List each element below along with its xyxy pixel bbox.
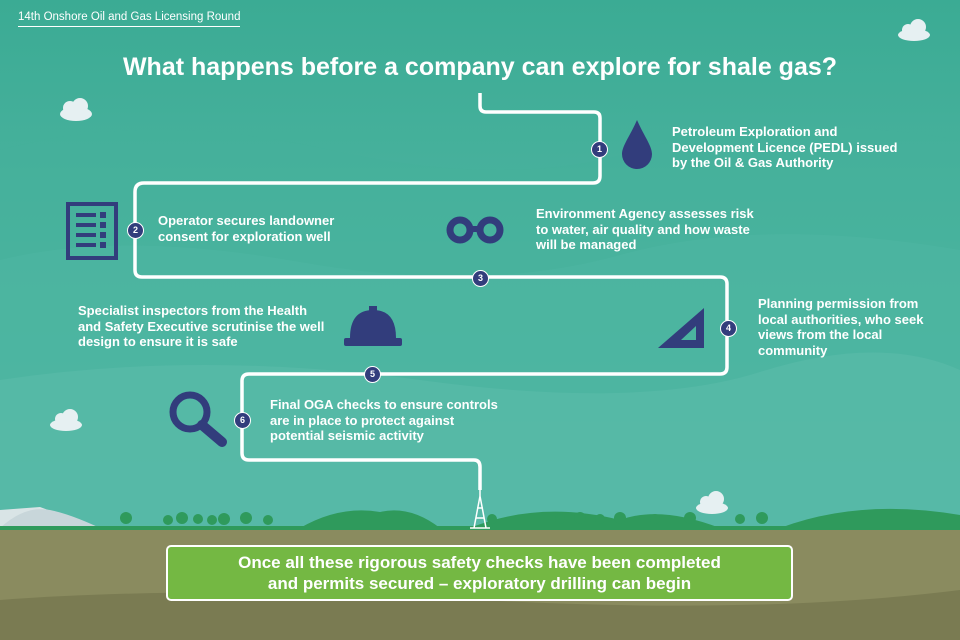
cloud-icon bbox=[696, 491, 728, 514]
conclusion-banner: Once all these rigorous safety checks ha… bbox=[166, 545, 793, 601]
step-2-text: Operator secures landowner consent for e… bbox=[158, 213, 335, 244]
banner-line-2: and permits secured – exploratory drilli… bbox=[267, 574, 692, 593]
step-5-text: Specialist inspectors from the Health an… bbox=[78, 303, 325, 349]
cloud-icon bbox=[50, 409, 82, 431]
step-3-text: Environment Agency assesses risk to wate… bbox=[536, 206, 754, 252]
step-6-text: Final OGA checks to ensure controls are … bbox=[270, 397, 498, 443]
step-1-text: Petroleum Exploration and Development Li… bbox=[672, 124, 898, 170]
magnifier-icon bbox=[169, 391, 227, 447]
step-2-number: 2 bbox=[127, 222, 144, 239]
cloud-icon bbox=[60, 98, 92, 121]
round-label: 14th Onshore Oil and Gas Licensing Round bbox=[18, 11, 241, 27]
hard-hat-icon bbox=[344, 306, 402, 346]
cloud-icon bbox=[898, 19, 930, 41]
binoculars-icon bbox=[446, 216, 504, 244]
oil-drop-icon bbox=[622, 120, 652, 169]
drilling-rig-icon bbox=[470, 490, 490, 529]
set-square-icon bbox=[658, 308, 704, 348]
step-4-number: 4 bbox=[720, 320, 737, 337]
checklist-icon bbox=[66, 202, 118, 260]
step-1-number: 1 bbox=[591, 141, 608, 158]
step-6-number: 6 bbox=[234, 412, 251, 429]
step-4-text: Planning permission from local authoriti… bbox=[758, 296, 924, 358]
page-title: What happens before a company can explor… bbox=[122, 53, 838, 81]
banner-line-1: Once all these rigorous safety checks ha… bbox=[238, 553, 721, 572]
step-3-number: 3 bbox=[472, 270, 489, 287]
step-5-number: 5 bbox=[364, 366, 381, 383]
